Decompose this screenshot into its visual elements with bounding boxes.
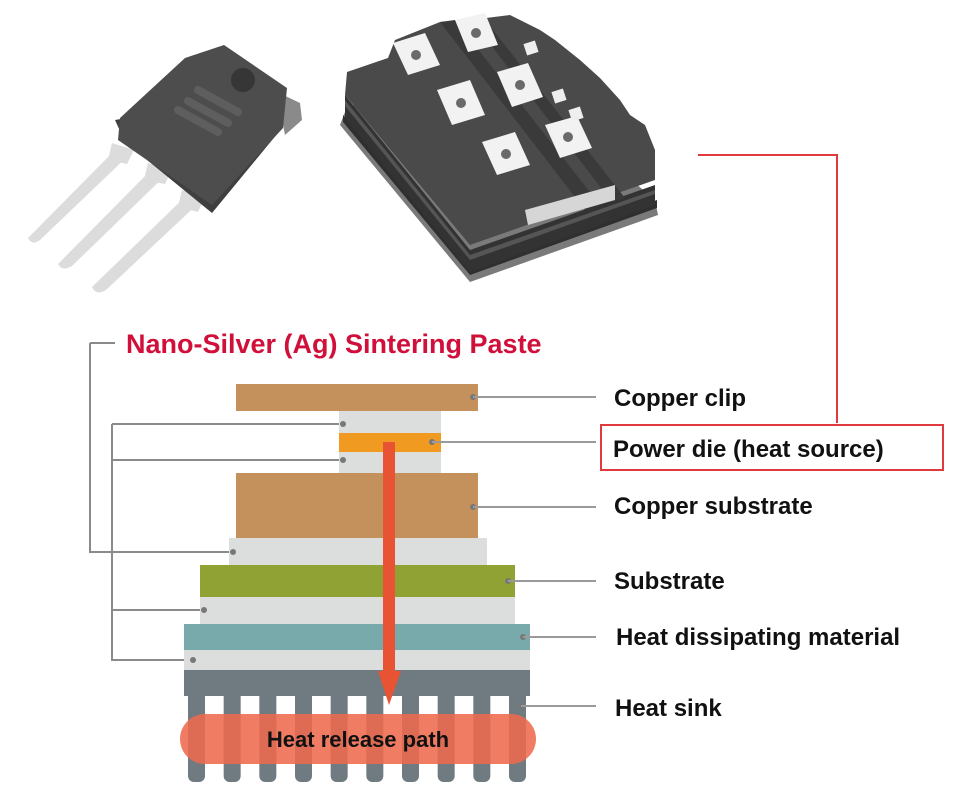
sinter-bracket-lines [89, 343, 343, 661]
layer-heat-sink [184, 670, 530, 696]
transistor-icon [28, 45, 302, 293]
right-leader-lines [432, 396, 596, 707]
label-substrate: Substrate [614, 568, 725, 595]
diagram-title: Nano-Silver (Ag) Sintering Paste [126, 329, 542, 359]
heat-release-band: Heat release path [180, 714, 536, 764]
label-heat-sink: Heat sink [615, 695, 722, 722]
layer-sinter-1 [339, 411, 441, 433]
heat-flow-arrow-icon [378, 442, 401, 705]
layer-substrate [200, 565, 515, 597]
highlight-connector-line [698, 154, 838, 423]
layer-sinter-5 [184, 650, 530, 670]
highlight-box [600, 424, 944, 471]
layer-sinter-4 [200, 597, 515, 624]
label-heat-dissipating-material: Heat dissipating material [616, 624, 900, 651]
label-power-die: Power die (heat source) [613, 436, 884, 463]
layer-copper-clip [236, 384, 478, 411]
label-copper-substrate: Copper substrate [614, 493, 813, 520]
heat-release-label: Heat release path [267, 727, 449, 752]
layer-copper-substrate [236, 473, 478, 538]
layer-heat-dissipating-material [184, 624, 530, 650]
label-copper-clip: Copper clip [614, 385, 746, 412]
layer-sinter-3 [229, 538, 487, 565]
power-module-icon [340, 13, 658, 282]
